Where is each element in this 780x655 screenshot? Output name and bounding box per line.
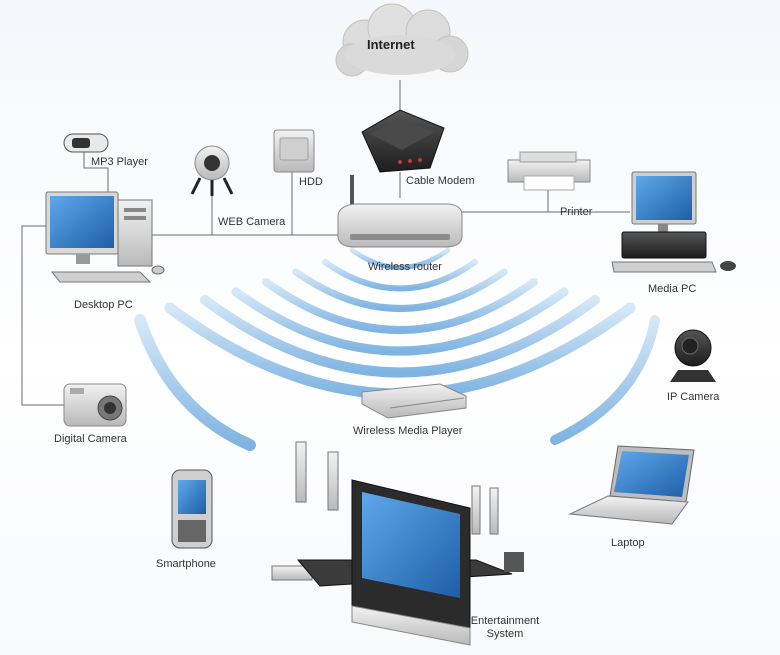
wave-arc-left [134,314,256,451]
wires [21,80,630,406]
wireless-router-label: Wireless router [368,261,442,273]
wire-camera [21,225,64,406]
entertainment-system-icon [271,441,524,646]
laptop-label: Laptop [611,537,645,549]
digital-camera-icon [63,383,127,427]
printer-label: Printer [560,206,593,218]
wave-arc [262,278,538,334]
wave-arc [292,268,508,312]
wireless-waves [134,247,660,451]
ip-camera-icon [670,329,716,382]
cloud-icon [335,3,469,77]
smartphone-icon [171,469,213,549]
wave-arc [200,295,600,378]
wire-router-printer [462,190,549,213]
wire-mp3 [83,150,109,200]
mp3-player-label: MP3 Player [91,156,148,168]
hdd-label: HDD [299,176,323,188]
internet-label: Internet [367,37,415,52]
printer-icon [507,151,591,191]
wireless-media-player-icon [361,383,467,419]
hdd-icon [273,129,315,173]
wireless-media-player-label: Wireless Media Player [353,425,463,437]
desktop-pc-icon [45,191,165,283]
entertainment-system-label-line2: System [486,628,524,640]
mp3-player-icon [63,133,109,153]
wave-arc [322,259,478,292]
web-camera-label: WEB Camera [218,216,286,228]
entertainment-system-label-line1: Entertainment [470,615,540,627]
wave-arc [349,247,451,270]
media-pc-label: Media PC [648,283,697,295]
desktop-pc-label: Desktop PC [74,299,133,311]
digital-camera-label: Digital Camera [54,433,127,445]
wave-arc-right [550,315,660,445]
wireless-router-icon [337,175,463,248]
web-camera-icon [190,145,234,196]
media-pc-icon [611,171,736,273]
ip-camera-label: IP Camera [667,391,720,403]
laptop-icon [568,445,695,525]
smartphone-label: Smartphone [156,558,216,570]
wave-arc [231,287,569,356]
cable-modem-label: Cable Modem [406,175,475,187]
entertainment-system-label: Entertainment System [462,615,548,641]
cable-modem-icon [361,109,445,173]
